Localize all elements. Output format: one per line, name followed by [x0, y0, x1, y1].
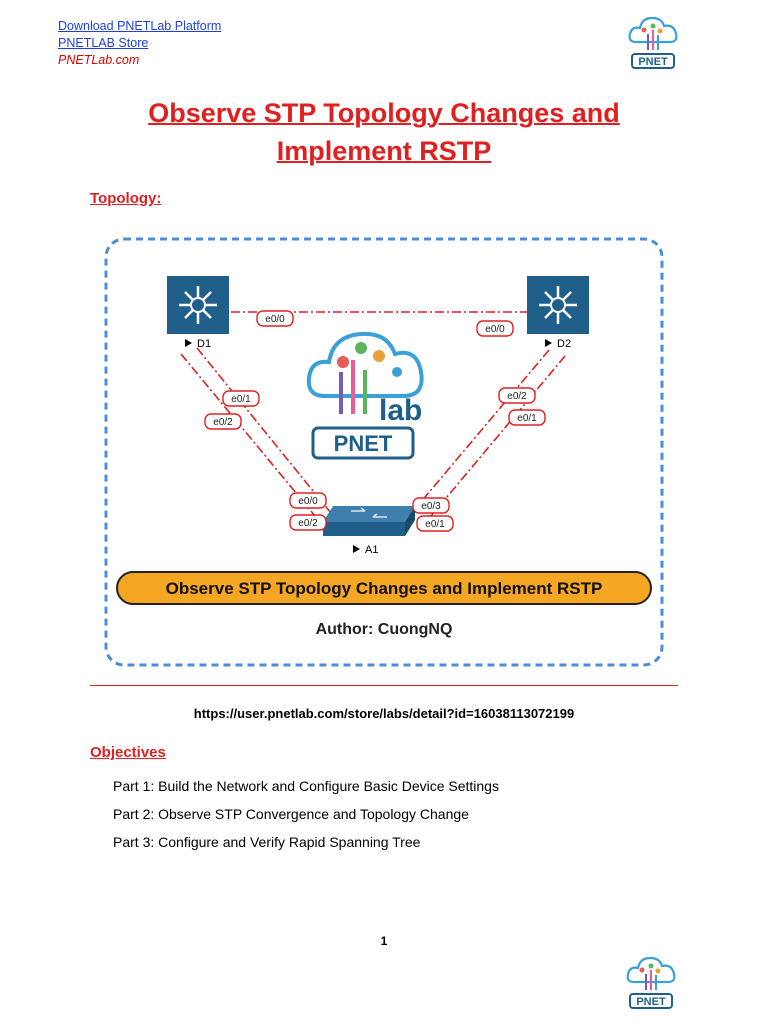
logo-text: PNET [636, 996, 666, 1008]
title-line-2: Implement RSTP [276, 136, 492, 166]
pnetlab-logo-icon: lab PNET [306, 331, 424, 460]
port-label: e0/0 [485, 324, 505, 335]
device-label-a1: A1 [365, 544, 378, 556]
port-label: e0/2 [298, 518, 318, 529]
title-line-1: Observe STP Topology Changes and [148, 98, 620, 128]
header-links: Download PNETLab Platform PNETLAB Store … [58, 18, 221, 69]
title-banner [116, 571, 652, 605]
page-title: Observe STP Topology Changes and Impleme… [60, 94, 708, 170]
author-text: Author: CuongNQ [316, 621, 453, 638]
port-label: e0/3 [421, 501, 441, 512]
device-label-d2: D2 [557, 338, 571, 350]
page-number: 1 [380, 934, 388, 948]
link-d2-a1-1 [408, 349, 550, 517]
site-link[interactable]: PNETLab.com [58, 53, 140, 67]
objectives-list: Part 1: Build the Network and Configure … [113, 772, 499, 856]
pnetlab-logo-icon: PNET [626, 956, 676, 1009]
download-link[interactable]: Download PNETLab Platform [58, 19, 222, 33]
diagram-frame [104, 237, 664, 667]
list-item: Part 3: Configure and Verify Rapid Spann… [113, 834, 421, 850]
banner-text: Observe STP Topology Changes and Impleme… [166, 579, 603, 598]
logo-lab-text: lab [379, 394, 422, 427]
switch-d1[interactable]: D1 [167, 276, 229, 350]
divider [90, 685, 678, 686]
link-d1-a1-2 [196, 347, 336, 519]
list-item: Part 1: Build the Network and Configure … [113, 778, 499, 794]
device-label-d1: D1 [197, 338, 211, 350]
pnetlab-logo-icon: PNET [628, 16, 678, 69]
switch-a1[interactable]: A1 [323, 506, 415, 556]
port-label: e0/1 [517, 413, 537, 424]
port-label: e0/1 [425, 519, 445, 530]
objectives-heading: Objectives [90, 744, 166, 761]
link-d2-a1-2 [420, 355, 566, 529]
list-item: Part 2: Observe STP Convergence and Topo… [113, 806, 469, 822]
switch-d2[interactable]: D2 [527, 276, 589, 350]
logo-text: PNET [638, 56, 668, 68]
port-label: e0/1 [231, 394, 251, 405]
lab-url[interactable]: https://user.pnetlab.com/store/labs/deta… [193, 706, 575, 721]
port-label: e0/2 [507, 391, 527, 402]
topology-heading: Topology: [90, 190, 162, 207]
port-label: e0/2 [213, 417, 233, 428]
store-link[interactable]: PNETLAB Store [58, 36, 149, 50]
port-label: e0/0 [298, 496, 318, 507]
logo-text: PNET [334, 431, 393, 456]
port-label: e0/0 [265, 314, 285, 325]
topology-diagram: D1 D2 A1 e0/0 e0/0 e0/1 e0/2 e [104, 237, 664, 667]
switch-icon [323, 506, 415, 522]
